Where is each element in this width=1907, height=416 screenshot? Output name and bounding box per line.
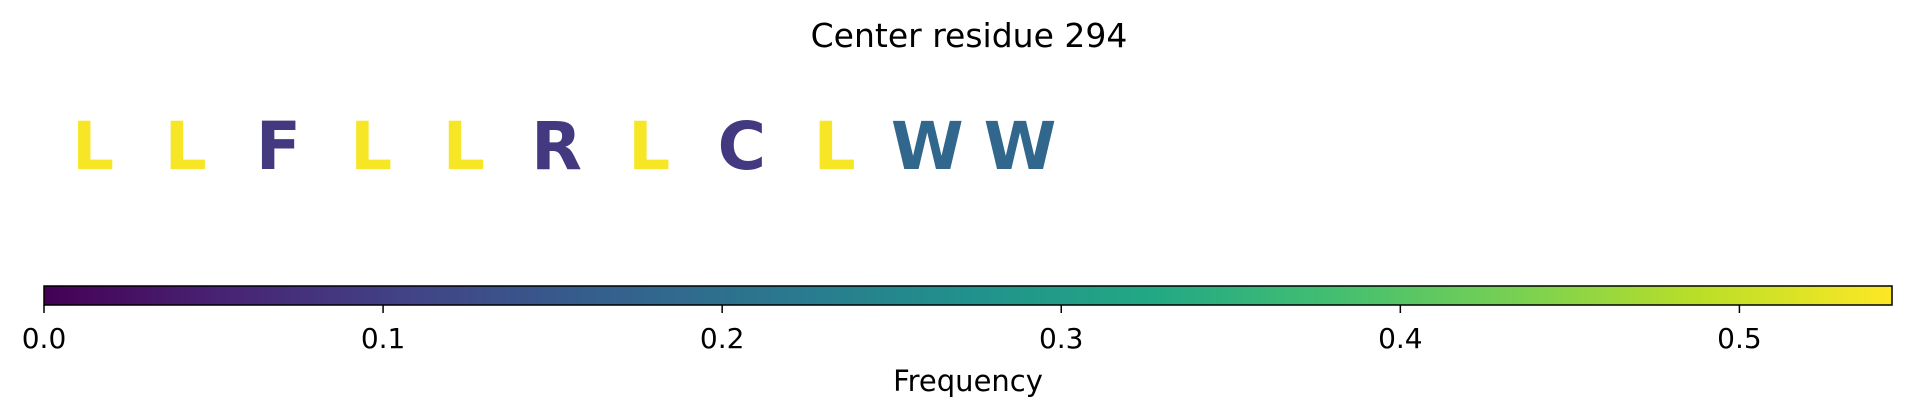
residue-letter: W [891, 108, 964, 185]
residue-letter: C [718, 108, 766, 185]
colorbar-tick-label: 0.5 [1717, 322, 1762, 355]
colorbar-tick-label: 0.1 [361, 322, 406, 355]
chart-title: Center residue 294 [811, 16, 1128, 55]
residue-letter: W [984, 108, 1057, 185]
colorbar-ticks: 0.0 0.1 0.2 0.3 0.4 0.5 [22, 305, 1762, 355]
residue-letter: L [443, 108, 485, 185]
colorbar-tick-label: 0.4 [1378, 322, 1423, 355]
residue-letter: R [531, 108, 582, 185]
colorbar-tick-label: 0.3 [1039, 322, 1084, 355]
colorbar-tick-label: 0.2 [700, 322, 745, 355]
colorbar-gradient [43, 285, 1893, 306]
residue-letter: L [165, 108, 207, 185]
residue-letter: L [72, 108, 114, 185]
residue-letter: L [628, 108, 670, 185]
colorbar: 0.0 0.1 0.2 0.3 0.4 0.5 [22, 285, 1893, 355]
residue-letter: L [350, 108, 392, 185]
colorbar-label: Frequency [893, 364, 1043, 398]
colorbar-tick-label: 0.0 [22, 322, 67, 355]
residue-letter: F [256, 108, 301, 185]
residue-letter: L [814, 108, 856, 185]
